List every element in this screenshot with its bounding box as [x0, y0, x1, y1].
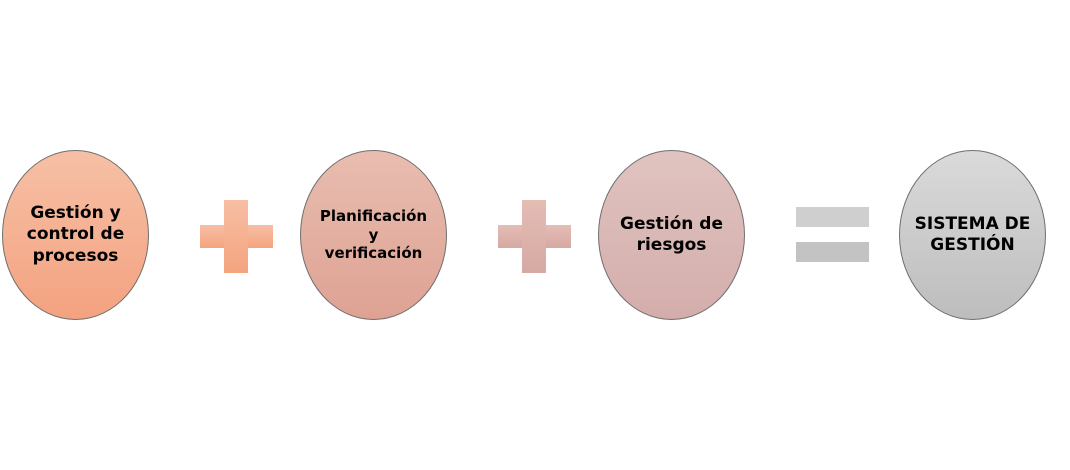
circle-label: SISTEMA DE GESTIÓN: [914, 213, 1031, 255]
circle-management-system: SISTEMA DE GESTIÓN: [899, 150, 1046, 320]
equals-icon-bottom-bar: [796, 242, 869, 262]
circle-label: Planificación y verificación: [319, 206, 428, 263]
equals-icon-top-bar: [796, 207, 869, 227]
plus-icon: [200, 200, 273, 273]
circle-planning-verification: Planificación y verificación: [300, 150, 447, 320]
circle-risk-management: Gestión de riesgos: [598, 150, 745, 320]
circle-label: Gestión de riesgos: [620, 213, 723, 255]
circle-process-management: Gestión y control de procesos: [2, 150, 149, 320]
plus-icon: [498, 200, 571, 273]
circle-label: Gestión y control de procesos: [26, 203, 125, 266]
